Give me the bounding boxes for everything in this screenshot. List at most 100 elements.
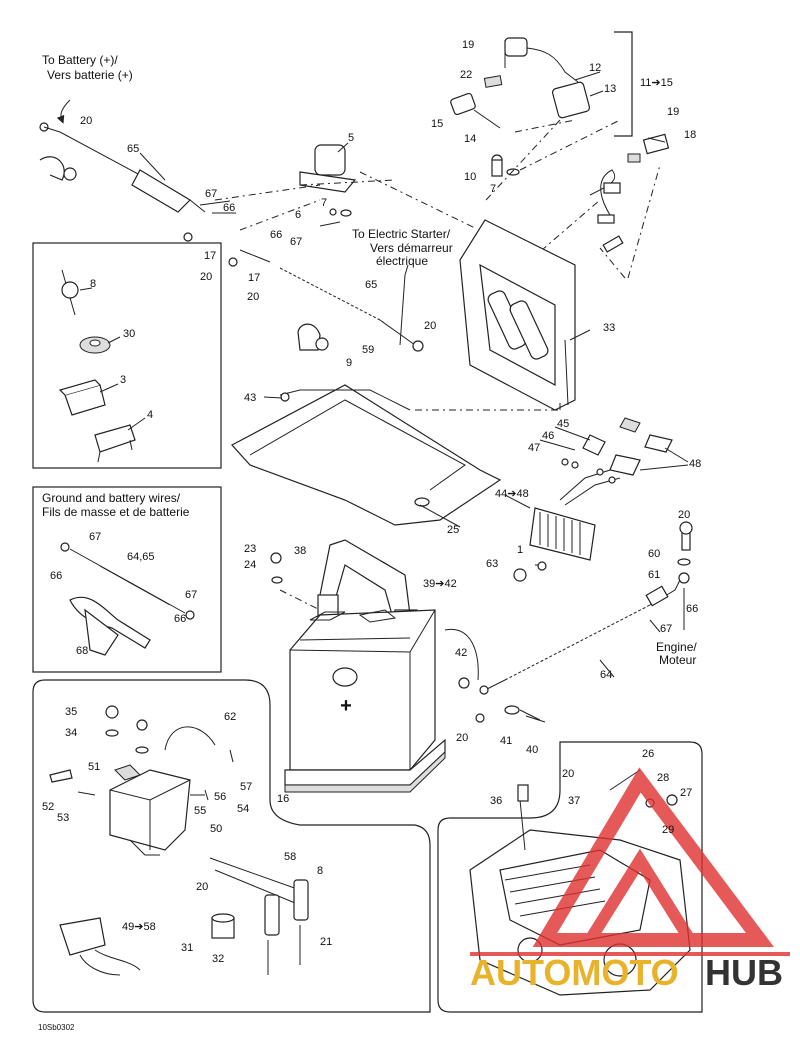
callout-66d: 66 — [50, 570, 62, 582]
to-starter-note-2: Vers démarreur — [370, 241, 453, 255]
callout-55: 55 — [194, 805, 206, 817]
callout-53: 53 — [57, 812, 69, 824]
callout-20c: 20 — [247, 291, 259, 303]
callout-56: 56 — [214, 791, 226, 803]
callout-20d: 20 — [424, 320, 436, 332]
cable-tie — [61, 269, 79, 316]
svg-text:+: + — [340, 695, 352, 717]
engine-box — [437, 741, 703, 1013]
engine-note-2: Moteur — [659, 653, 696, 667]
callout-3: 3 — [120, 374, 126, 386]
ground-cable — [60, 542, 195, 620]
callout-19: 19 — [462, 39, 474, 51]
callout-15: 15 — [431, 118, 443, 130]
callout-6: 6 — [295, 209, 301, 221]
crankcase-cap — [211, 913, 235, 939]
callout-14: 14 — [464, 133, 476, 145]
callout-66a: 66 — [223, 202, 235, 214]
bracket-11-15 — [614, 31, 633, 137]
callout-57: 57 — [240, 781, 252, 793]
callout-46: 46 — [542, 430, 554, 442]
battery-cable-upper — [39, 122, 206, 213]
callout-51: 51 — [88, 761, 100, 773]
electronic-module — [59, 917, 141, 976]
callout-47: 47 — [528, 442, 540, 454]
callout-17b: 17 — [248, 272, 260, 284]
callout-26: 26 — [642, 748, 654, 760]
battery-cable-lower — [183, 232, 424, 352]
callout-4: 4 — [147, 409, 153, 421]
watermark-logo — [470, 767, 790, 956]
callout-60: 60 — [648, 548, 660, 560]
callout-19b: 19 — [667, 106, 679, 118]
callout-59: 59 — [362, 344, 374, 356]
callout-68: 68 — [76, 645, 88, 657]
sensor-assembly — [450, 37, 670, 253]
callout-61: 61 — [648, 569, 660, 581]
mounting-plate — [459, 219, 576, 411]
callout-20h: 20 — [562, 768, 574, 780]
callout-18: 18 — [684, 129, 696, 141]
ground-box-title-2: Fils de masse et de batterie — [42, 505, 190, 519]
callout-24: 24 — [244, 559, 256, 571]
callout-44-48: 44➔48 — [495, 488, 529, 500]
callout-5: 5 — [348, 132, 354, 144]
callout-64-65: 64,65 — [127, 551, 155, 563]
callout-67e: 67 — [185, 589, 197, 601]
callout-28: 28 — [657, 772, 669, 784]
crimp-tool — [69, 596, 151, 656]
ignition-box — [32, 679, 431, 1013]
to-starter-note-1: To Electric Starter/ — [352, 227, 451, 241]
callout-41: 41 — [500, 735, 512, 747]
callout-8b: 8 — [317, 865, 323, 877]
callout-31: 31 — [181, 942, 193, 954]
callout-22: 22 — [460, 69, 472, 81]
callout-33: 33 — [603, 322, 615, 334]
callout-67c: 67 — [660, 623, 672, 635]
callout-21: 21 — [320, 936, 332, 948]
watermark-text-right: HUB — [705, 952, 783, 993]
to-battery-note-1: To Battery (+)/ — [42, 53, 118, 67]
terminal-block — [58, 379, 106, 416]
callout-63: 63 — [486, 558, 498, 570]
callout-13: 13 — [604, 83, 616, 95]
to-battery-note-2: Vers batterie (+) — [47, 68, 133, 82]
callout-65b: 65 — [365, 279, 377, 291]
ground-wires-box — [32, 486, 222, 673]
callout-17a: 17 — [204, 250, 216, 262]
fuse-holder — [49, 705, 216, 796]
ground-box-title-1: Ground and battery wires/ — [42, 491, 181, 505]
callout-11-15: 11➔15 — [640, 77, 673, 89]
callout-20f: 20 — [456, 732, 468, 744]
callout-34: 34 — [65, 727, 77, 739]
figure-code: 10Sb0302 — [38, 1023, 75, 1032]
callout-20b: 20 — [200, 271, 212, 283]
callout-39-42: 39➔42 — [423, 578, 457, 590]
callout-32: 32 — [212, 953, 224, 965]
callout-45: 45 — [557, 418, 569, 430]
callout-40: 40 — [526, 744, 538, 756]
battery: + — [289, 609, 436, 771]
callout-20a: 20 — [80, 115, 92, 127]
starter-solenoid — [299, 144, 357, 227]
callout-42: 42 — [455, 647, 467, 659]
callout-49-58: 49➔58 — [122, 921, 156, 933]
callout-37: 37 — [568, 795, 580, 807]
callout-66e: 66 — [174, 613, 186, 625]
callout-25: 25 — [447, 524, 459, 536]
callout-10: 10 — [464, 171, 476, 183]
callout-7a: 7 — [490, 183, 496, 195]
callout-66b: 66 — [270, 229, 282, 241]
callout-23: 23 — [244, 543, 256, 555]
callout-30: 30 — [123, 328, 135, 340]
callout-7b: 7 — [321, 197, 327, 209]
callout-50: 50 — [210, 823, 222, 835]
callout-62: 62 — [224, 711, 236, 723]
callout-16: 16 — [277, 793, 289, 805]
callout-65a: 65 — [127, 143, 139, 155]
callout-27: 27 — [680, 787, 692, 799]
accessory-box — [32, 242, 222, 469]
watermark-text-left: AUTOMOTO — [470, 952, 679, 993]
